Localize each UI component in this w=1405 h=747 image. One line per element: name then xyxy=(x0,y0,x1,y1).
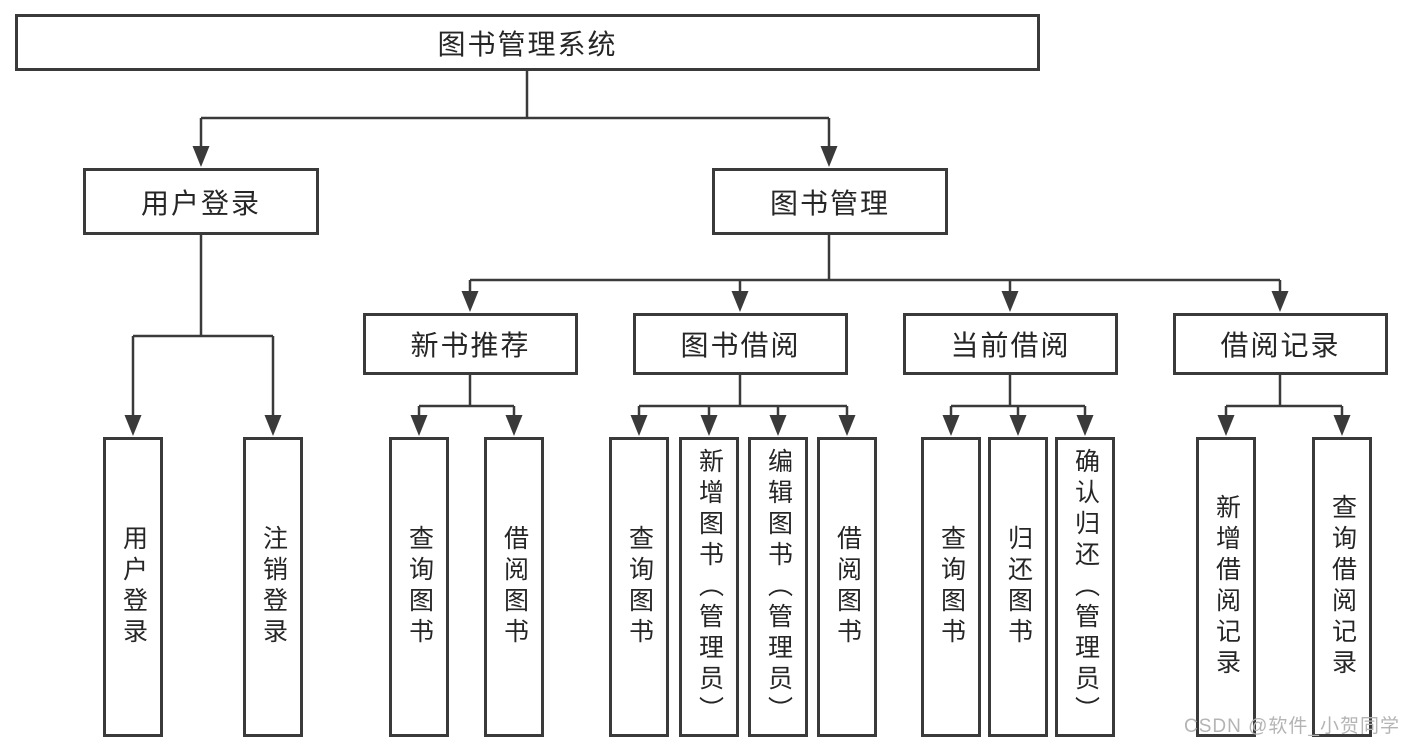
arrowhead xyxy=(505,415,523,436)
arrowhead xyxy=(1333,415,1351,436)
node-book-borrow: 图书借阅 xyxy=(633,313,848,375)
leaf-add-borrow-record-label: 新增借阅记录 xyxy=(1212,494,1241,680)
leaf-confirm-return-admin: 确认归还（管理员） xyxy=(1055,437,1115,737)
leaf-return-book: 归还图书 xyxy=(988,437,1048,737)
arrowhead xyxy=(769,415,787,436)
edge-records-to-leaves xyxy=(1224,375,1344,416)
node-current-borrow: 当前借阅 xyxy=(903,313,1118,375)
arrowhead xyxy=(1271,291,1289,312)
leaf-borrow-book-borrow: 借阅图书 xyxy=(817,437,877,737)
leaf-query-book-current-label: 查询图书 xyxy=(937,525,966,649)
leaf-query-borrow-record: 查询借阅记录 xyxy=(1312,437,1372,737)
leaf-confirm-return-admin-label: 确认归还（管理员） xyxy=(1071,447,1100,727)
edge-borrow-to-leaves xyxy=(637,375,849,416)
leaf-query-book-current: 查询图书 xyxy=(921,437,981,737)
leaf-edit-book-admin: 编辑图书（管理员） xyxy=(748,437,808,737)
node-new-book-recommend: 新书推荐 xyxy=(363,313,578,375)
leaf-borrow-book-recommend-label: 借阅图书 xyxy=(500,525,529,649)
leaf-logout-login-label: 注销登录 xyxy=(259,525,288,649)
edge-userlogin-to-leaves xyxy=(131,235,275,416)
arrowhead xyxy=(461,291,479,312)
leaf-add-book-admin: 新增图书（管理员） xyxy=(679,437,739,737)
arrowhead xyxy=(1217,415,1235,436)
arrowheads xyxy=(124,146,1351,436)
arrowhead xyxy=(820,146,838,167)
edge-root-to-level2 xyxy=(199,70,831,147)
leaf-query-book-recommend-label: 查询图书 xyxy=(405,525,434,649)
node-library-management-system: 图书管理系统 xyxy=(15,14,1040,71)
arrowhead xyxy=(838,415,856,436)
leaf-return-book-label: 归还图书 xyxy=(1004,525,1033,649)
leaf-logout-login: 注销登录 xyxy=(243,437,303,737)
leaf-query-book-borrow-label: 查询图书 xyxy=(625,525,654,649)
node-borrow-records: 借阅记录 xyxy=(1173,313,1388,375)
leaf-query-borrow-record-label: 查询借阅记录 xyxy=(1328,494,1357,680)
arrowhead xyxy=(1001,291,1019,312)
arrowhead xyxy=(630,415,648,436)
leaf-query-book-borrow: 查询图书 xyxy=(609,437,669,737)
node-book-management: 图书管理 xyxy=(712,168,948,235)
arrowhead xyxy=(410,415,428,436)
arrowhead xyxy=(192,146,210,167)
arrowhead xyxy=(264,415,282,436)
arrowhead xyxy=(731,291,749,312)
node-user-login: 用户登录 xyxy=(83,168,319,235)
leaf-add-book-admin-label: 新增图书（管理员） xyxy=(695,447,724,727)
leaf-borrow-book-recommend: 借阅图书 xyxy=(484,437,544,737)
arrowhead xyxy=(700,415,718,436)
arrowhead xyxy=(942,415,960,436)
arrowhead xyxy=(124,415,142,436)
leaf-add-borrow-record: 新增借阅记录 xyxy=(1196,437,1256,737)
edge-newrec-to-leaves xyxy=(417,375,516,416)
leaf-edit-book-admin-label: 编辑图书（管理员） xyxy=(764,447,793,727)
leaf-query-book-recommend: 查询图书 xyxy=(389,437,449,737)
edge-current-to-leaves xyxy=(949,375,1087,416)
leaf-borrow-book-borrow-label: 借阅图书 xyxy=(833,525,862,649)
arrowhead xyxy=(1009,415,1027,436)
csdn-watermark: CSDN @软件_小贺同学 xyxy=(1184,716,1400,737)
leaf-user-login-label: 用户登录 xyxy=(119,525,148,649)
arrowhead xyxy=(1076,415,1094,436)
connector-paths xyxy=(131,70,1344,416)
edge-bookmgmt-to-level3 xyxy=(468,235,1282,292)
leaf-user-login: 用户登录 xyxy=(103,437,163,737)
